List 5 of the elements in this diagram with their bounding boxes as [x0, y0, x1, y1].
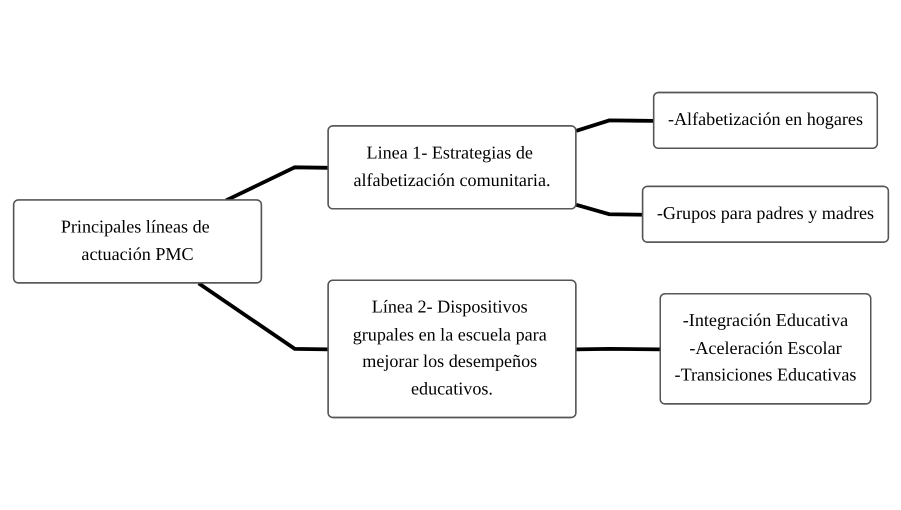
- connector: [575, 202, 643, 217]
- connector: [224, 165, 328, 202]
- connector: [576, 346, 660, 352]
- connector: [197, 282, 328, 352]
- connector: [575, 118, 654, 133]
